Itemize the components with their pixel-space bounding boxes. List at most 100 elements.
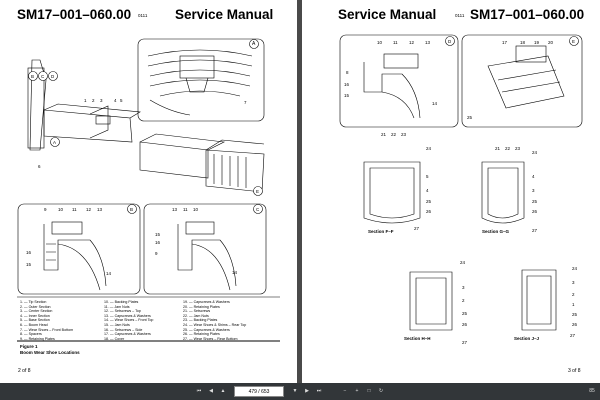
label-26-hh: 26 [462, 322, 468, 327]
page-label-right: 3 of 8 [568, 368, 581, 374]
detail-a-block [179, 55, 215, 79]
last-page-button[interactable]: ⏭ [316, 388, 322, 394]
callout-d-right: D [448, 38, 452, 44]
label-4: 4 [114, 98, 117, 103]
label-2-jj: 2 [572, 292, 575, 297]
callout-c-detail: C [256, 206, 260, 212]
label-11-c: 11 [183, 207, 188, 212]
label-23-gg: 23 [515, 146, 521, 151]
label-27-jj: 27 [570, 333, 576, 338]
label-25-gg: 25 [532, 199, 538, 204]
label-3-hh: 3 [462, 285, 465, 290]
label-27-hh: 27 [462, 340, 468, 345]
revision-code: 0111 [138, 13, 148, 18]
label-4-gg: 4 [532, 174, 535, 179]
label-17-r: 17 [502, 40, 508, 45]
doc-number: SM17–001–060.00 [17, 7, 132, 22]
label-16: 16 [26, 250, 32, 255]
label-3: 3 [100, 98, 103, 103]
label-11: 11 [72, 207, 77, 212]
label-3-jj: 3 [572, 280, 575, 285]
label-2: 2 [92, 98, 95, 103]
label-21-ff: 21 [381, 132, 387, 137]
label-9: 9 [44, 207, 47, 212]
label-12: 12 [86, 207, 92, 212]
label-22-gg: 22 [505, 146, 511, 151]
detail-a-curve [147, 49, 253, 57]
section-ff-label: Section F–F [368, 229, 394, 234]
label-25-jj: 25 [572, 312, 578, 317]
label-5-ff: 5 [426, 174, 429, 179]
label-24-gg: 24 [532, 150, 538, 155]
callout-a-lower: A [53, 139, 57, 145]
detail-b-frame [17, 203, 141, 295]
label-15: 15 [26, 262, 32, 267]
boom-base-section [205, 149, 265, 193]
callout-a: A [252, 40, 256, 47]
label-4-ff: 4 [426, 188, 429, 193]
label-22-ff: 22 [391, 132, 397, 137]
callout-c: C [41, 73, 45, 79]
section-ff-shape [363, 161, 421, 224]
page-down-button[interactable]: ▼ [292, 388, 298, 394]
label-7: 7 [244, 100, 247, 105]
zoom-in-icon[interactable]: + [355, 388, 359, 394]
label-21-gg: 21 [495, 146, 501, 151]
prev-page-button[interactable]: ◀ [209, 388, 213, 394]
label-18-r: 18 [520, 40, 526, 45]
rotate-icon[interactable]: ↻ [378, 388, 384, 394]
label-25-r: 25 [467, 115, 473, 120]
page-up-button[interactable]: ▲ [220, 388, 226, 394]
doc-number-right: SM17–001–060.00 [470, 7, 585, 22]
fit-page-icon[interactable]: □ [367, 388, 371, 394]
label-15-c: 15 [155, 232, 161, 237]
label-9-c: 9 [155, 251, 158, 256]
next-page-button[interactable]: ▶ [305, 388, 309, 394]
callout-b: B [31, 73, 35, 79]
callout-b-detail: B [130, 206, 134, 212]
label-19-r: 19 [534, 40, 540, 45]
manual-title: Service Manual [175, 7, 274, 22]
callout-e-right: E [572, 38, 576, 44]
label-10: 10 [58, 207, 64, 212]
first-page-button[interactable]: ⏮ [196, 388, 202, 394]
boom-tip-section [43, 109, 133, 143]
callout-a-circle [249, 39, 259, 49]
boom-outer-section [139, 141, 209, 179]
label-25-hh: 25 [462, 311, 468, 316]
label-3-gg: 3 [532, 188, 535, 193]
detail-d-frame [339, 34, 459, 128]
figure-caption-number: Figure 1 [20, 344, 38, 349]
label-13-r: 13 [425, 40, 431, 45]
label-12-r: 12 [409, 40, 415, 45]
label-26-gg: 26 [532, 209, 538, 214]
label-11-r: 11 [393, 40, 398, 45]
revision-code-right: 0111 [455, 13, 465, 18]
label-23-ff: 23 [401, 132, 407, 137]
label-13-c: 13 [172, 207, 178, 212]
callout-e: E [256, 188, 260, 194]
label-27-gg: 27 [532, 228, 538, 233]
label-20-r: 20 [548, 40, 554, 45]
zoom-level[interactable]: 85 [589, 388, 595, 394]
label-16-r: 16 [344, 82, 350, 87]
page-label-left: 2 of 8 [18, 368, 31, 374]
page-number-field[interactable]: 479 / 653 [234, 386, 284, 397]
label-10-c: 10 [193, 207, 199, 212]
section-gg-label: Section G–G [482, 229, 510, 234]
label-24-hh: 24 [460, 260, 466, 265]
zoom-out-icon[interactable]: − [343, 388, 347, 394]
section-jj-label: Section J–J [514, 336, 540, 341]
label-14: 14 [106, 271, 112, 276]
manual-title-right: Service Manual [338, 7, 437, 22]
detail-e-frame [461, 34, 583, 128]
label-14-r: 14 [432, 101, 438, 106]
section-jj-shape [521, 269, 557, 331]
label-26-jj: 26 [572, 322, 578, 327]
label-24-jj: 24 [572, 266, 578, 271]
detail-a-frame [137, 38, 265, 122]
label-24-ff: 24 [426, 146, 432, 151]
